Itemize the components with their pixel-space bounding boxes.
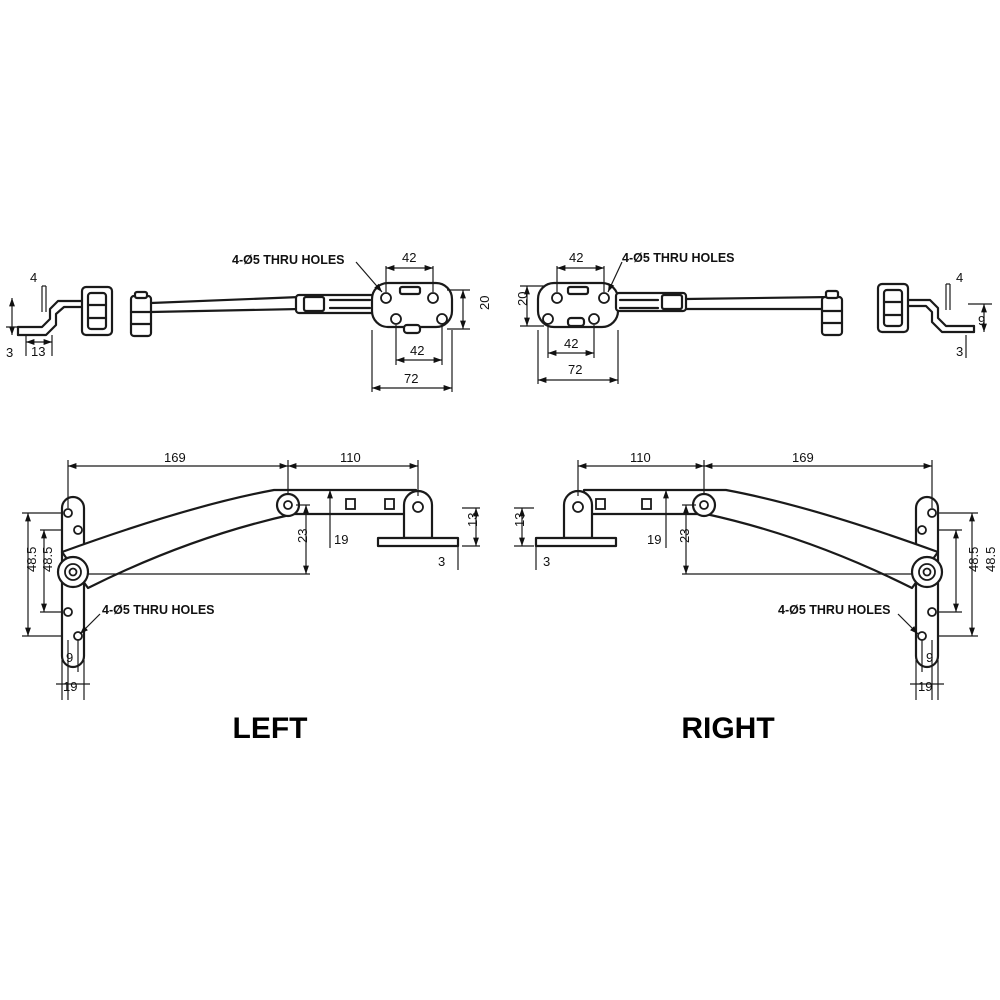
dim-4: 4 xyxy=(956,270,963,285)
dim-3: 3 xyxy=(6,345,13,360)
dim-72: 72 xyxy=(404,371,418,386)
dim-13: 13 xyxy=(31,344,45,359)
dim-110: 110 xyxy=(630,450,651,465)
dim-19-vertical: 19 xyxy=(647,532,661,547)
dim-42-top: 42 xyxy=(569,250,583,265)
dim-169: 169 xyxy=(792,450,814,465)
dim-110: 110 xyxy=(340,450,361,465)
dim-4: 4 xyxy=(30,270,37,285)
left-front-view: 169 110 48.5 48.5 23 19 13 3 4-Ø5 THRU H… xyxy=(22,450,480,700)
dim-48-5-inner: 48.5 xyxy=(966,547,981,572)
title-right: RIGHT xyxy=(681,712,774,745)
note-thru-holes: 4-Ø5 THRU HOLES xyxy=(232,253,345,267)
dim-3: 3 xyxy=(956,344,963,359)
dim-3: 3 xyxy=(543,554,550,569)
dim-42-bottom: 42 xyxy=(410,343,424,358)
dim-42-bottom: 42 xyxy=(564,336,578,351)
dim-48-5-outer: 48.5 xyxy=(24,547,39,572)
note-thru-holes: 4-Ø5 THRU HOLES xyxy=(778,603,891,617)
dim-9: 9 xyxy=(66,650,73,665)
dim-19-horizontal: 19 xyxy=(918,679,932,694)
left-mounting-plate: 42 20 42 72 4-Ø5 THRU HOLES xyxy=(232,250,492,392)
dim-48-5-inner: 48.5 xyxy=(40,547,55,572)
dim-9: 9 xyxy=(926,650,933,665)
note-thru-holes: 4-Ø5 THRU HOLES xyxy=(102,603,215,617)
dim-9: 9 xyxy=(978,313,985,328)
dim-23: 23 xyxy=(677,529,692,543)
dim-13: 13 xyxy=(465,513,480,527)
dim-20: 20 xyxy=(515,292,530,306)
dim-72: 72 xyxy=(568,362,582,377)
dim-42-top: 42 xyxy=(402,250,416,265)
dim-19-vertical: 19 xyxy=(334,532,348,547)
dim-23: 23 xyxy=(295,529,310,543)
dim-20: 20 xyxy=(477,296,492,310)
right-side-view: 4 9 3 xyxy=(614,270,992,359)
dim-48-5-outer: 48.5 xyxy=(983,547,998,572)
title-left: LEFT xyxy=(233,712,308,745)
right-front-view: 110 169 13 3 19 23 48.5 48.5 4-Ø5 THRU H… xyxy=(512,450,998,700)
dim-3: 3 xyxy=(438,554,445,569)
right-mounting-plate: 42 20 42 72 4-Ø5 THRU HOLES xyxy=(515,250,735,384)
dim-169: 169 xyxy=(164,450,186,465)
left-side-view: 4 3 13 xyxy=(6,270,376,360)
dim-19-horizontal: 19 xyxy=(63,679,77,694)
dim-13: 13 xyxy=(512,513,527,527)
note-thru-holes: 4-Ø5 THRU HOLES xyxy=(622,251,735,265)
